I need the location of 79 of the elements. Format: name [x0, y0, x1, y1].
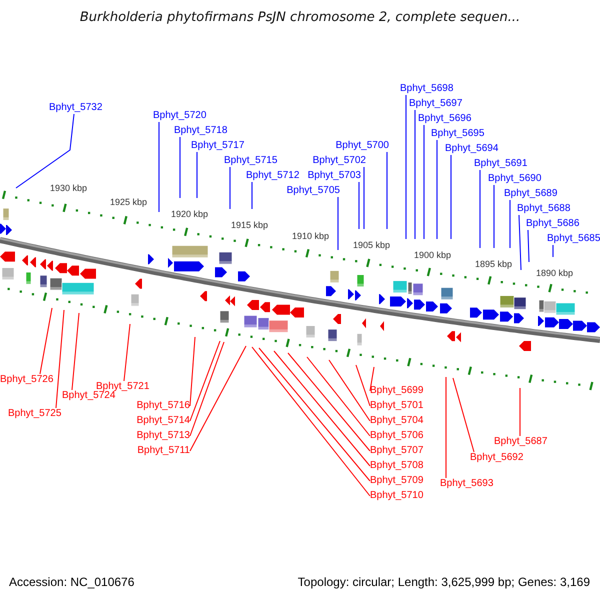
gene-label: Bphyt_5706: [370, 430, 424, 442]
gene-label: Bphyt_5714: [136, 415, 190, 427]
leader-line: [356, 364, 370, 406]
gene-label: Bphyt_5732: [49, 102, 102, 114]
gene-label: Bphyt_5724: [62, 390, 116, 402]
accession-text: Accession: NC_010676: [9, 575, 134, 589]
gene-label: Bphyt_5699: [370, 385, 424, 397]
leader-line: [306, 356, 370, 436]
position-label: 1915 kbp: [231, 220, 268, 230]
leader-line: [450, 154, 452, 240]
leader-line: [124, 324, 130, 382]
leader-line: [158, 122, 160, 212]
gene-label: Bphyt_5685: [547, 233, 600, 245]
position-label: 1905 kbp: [353, 240, 390, 250]
gene-label: Bphyt_5692: [470, 452, 524, 464]
gene-label: Bphyt_5715: [224, 155, 278, 167]
leader-line: [552, 244, 554, 258]
leader-line: [288, 352, 370, 452]
gene-label: Bphyt_5688: [517, 203, 570, 215]
position-label: 1920 kbp: [171, 209, 208, 219]
position-label: 1925 kbp: [110, 197, 148, 207]
position-label: 1900 kbp: [414, 250, 452, 260]
gene-label: Bphyt_5709: [370, 475, 424, 487]
gene-label: Bphyt_5696: [418, 113, 472, 125]
gene-label: Bphyt_5725: [8, 408, 62, 420]
gene-label: Bphyt_5705: [286, 185, 340, 197]
gene-label: Bphyt_5718: [174, 125, 228, 137]
gene-label: Bphyt_5689: [504, 188, 558, 200]
leader-line: [190, 340, 220, 422]
leader-line: [190, 346, 246, 452]
leader-line: [190, 342, 224, 436]
leader-line: [358, 182, 360, 230]
leader-line: [40, 308, 52, 374]
position-label: 1930 kbp: [50, 183, 88, 193]
gene-label: Bphyt_5687: [494, 436, 548, 448]
gene-label: Bphyt_5693: [440, 478, 494, 490]
gene-label: Bphyt_5717: [191, 140, 244, 152]
gene-label: Bphyt_5716: [136, 400, 190, 412]
gene-label: Bphyt_5708: [370, 460, 424, 472]
leader-line: [56, 310, 64, 408]
leader-line: [190, 336, 196, 406]
leader-line: [386, 152, 388, 230]
position-label: 1890 kbp: [536, 268, 574, 278]
gene-label: Bphyt_5701: [370, 400, 424, 412]
position-label: 1910 kbp: [292, 231, 330, 241]
leader-line: [196, 152, 198, 198]
gene-label: Bphyt_5711: [137, 445, 190, 457]
leader-line: [452, 378, 474, 452]
leader-line: [16, 114, 74, 188]
leader-line: [528, 230, 530, 262]
gene-label: Bphyt_5712: [246, 170, 300, 182]
gene-label: Bphyt_5710: [370, 490, 424, 502]
gene-label: Bphyt_5700: [336, 140, 389, 152]
gene-label: Bphyt_5703: [308, 170, 361, 182]
gene-label: Bphyt_5690: [488, 173, 542, 185]
gene-label: Bphyt_5726: [0, 374, 54, 386]
leader-line: [518, 214, 522, 270]
gene-label: Bphyt_5704: [370, 415, 424, 427]
gene-label: Bphyt_5707: [370, 445, 424, 457]
leader-line: [72, 312, 80, 390]
leader-line: [258, 348, 370, 482]
gene-label: Bphyt_5686: [526, 218, 580, 230]
gene-label: Bphyt_5694: [445, 143, 498, 155]
gene-label: Bphyt_5720: [153, 110, 206, 122]
title-text: Burkholderia phytofirmans PsJN chromosome 2, complete sequen...: [78, 10, 522, 25]
position-label: 1895 kbp: [475, 259, 512, 269]
gene-label: Bphyt_5698: [400, 83, 454, 95]
genome-summary-text: Topology: circular; Length: 3,625,999 bp; Genes: 3,169: [298, 575, 590, 589]
gene-label: Bphyt_5691: [474, 158, 528, 170]
gene-label: Bphyt_5697: [409, 98, 462, 110]
leader-line: [414, 110, 416, 240]
leader-line: [252, 346, 370, 496]
leader-line: [370, 366, 374, 392]
gene-label: Bphyt_5702: [312, 155, 366, 167]
leader-line: [436, 140, 438, 240]
gene-label: Bphyt_5713: [136, 430, 190, 442]
leader-line: [328, 360, 370, 422]
gene-label: Bphyt_5695: [431, 128, 484, 140]
leader-line: [274, 350, 370, 466]
